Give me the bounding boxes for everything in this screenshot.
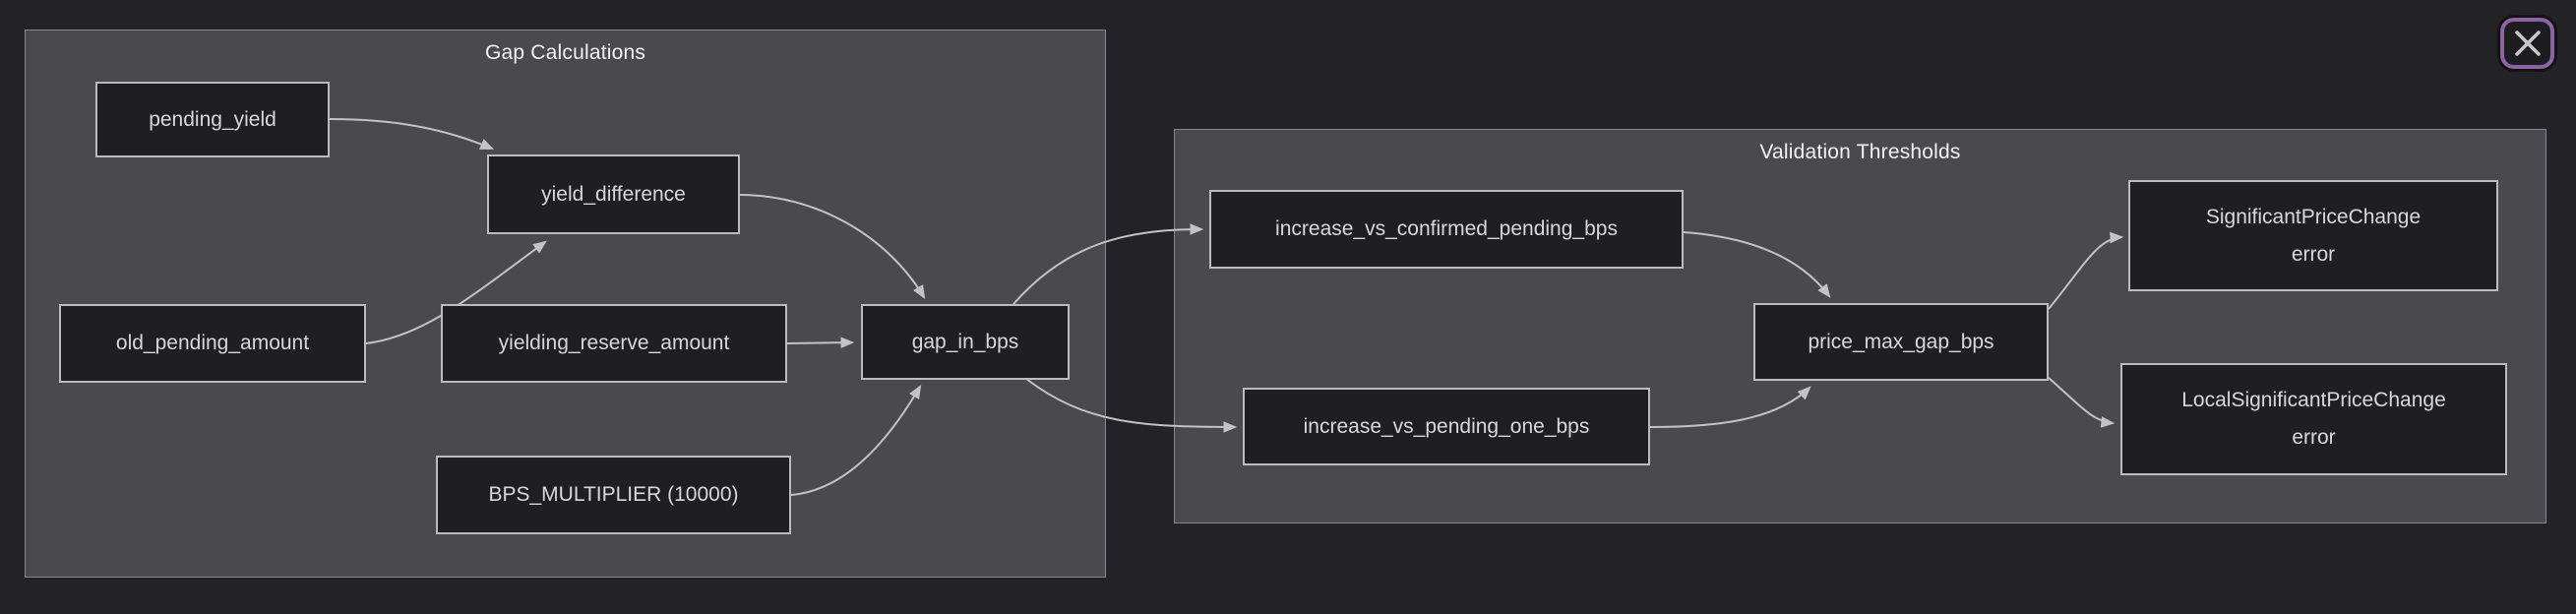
edge-increase-vs-confirmed-to-price-max-gap-bps <box>1683 231 1831 298</box>
node-label: increase_vs_pending_one_bps <box>1303 414 1590 438</box>
node-pending-yield: pending_yield <box>95 82 330 157</box>
node-label: increase_vs_confirmed_pending_bps <box>1275 217 1618 240</box>
close-button[interactable] <box>2500 18 2554 69</box>
node-label: pending_yield <box>149 107 276 131</box>
node-label: yield_difference <box>541 182 686 206</box>
node-price-max-gap-bps: price_max_gap_bps <box>1753 303 2049 381</box>
edge-increase-vs-pending-one-to-price-max-gap-bps <box>1649 386 1811 428</box>
node-label: old_pending_amount <box>115 332 310 354</box>
edge-gap-in-bps-to-increase-vs-confirmed-pending-bps <box>1012 223 1204 305</box>
close-x-icon <box>2514 31 2541 56</box>
node-increase-vs-confirmed-pending-bps: increase_vs_confirmed_pending_bps <box>1209 190 1684 269</box>
group-title-validation-thresholds: Validation Thresholds <box>1759 141 1961 163</box>
node-yield-difference: yield_difference <box>487 154 740 234</box>
node-label: price_max_gap_bps <box>1808 330 1994 353</box>
node-label: BPS_MULTIPLIER (10000) <box>488 483 739 506</box>
node-bps-multiplier: BPS_MULTIPLIER (10000) <box>436 456 791 534</box>
node-yielding-reserve-amount: yielding_reserve_amount <box>441 304 787 383</box>
edge-price-max-gap-bps-to-local-significant-price-change <box>2048 377 2116 428</box>
node-label-line1: LocalSignificantPriceChange <box>2181 389 2446 411</box>
node-old-pending-amount: old_pending_amount <box>59 304 366 383</box>
node-increase-vs-pending-one-bps: increase_vs_pending_one_bps <box>1243 388 1650 465</box>
edge-price-max-gap-bps-to-significant-price-change <box>2048 231 2124 310</box>
edge-pending-yield-to-yield-difference <box>329 118 495 150</box>
edge-yielding-reserve-amount-to-gap-in-bps <box>786 337 855 349</box>
node-local-significant-price-change-error: LocalSignificantPriceChange error <box>2120 363 2507 475</box>
node-label-line2: error <box>2292 426 2336 449</box>
edge-bps-multiplier-to-gap-in-bps <box>790 384 922 496</box>
edge-gap-in-bps-to-increase-vs-pending-one-bps <box>1025 378 1238 433</box>
node-gap-in-bps: gap_in_bps <box>861 304 1070 380</box>
node-label: yielding_reserve_amount <box>498 332 730 354</box>
node-significant-price-change-error: SignificantPriceChange error <box>2128 180 2498 291</box>
edge-yield-difference-to-gap-in-bps <box>739 194 926 300</box>
node-label-line2: error <box>2291 242 2336 266</box>
node-label-line1: SignificantPriceChange <box>2205 205 2422 228</box>
group-title-gap-calculations: Gap Calculations <box>484 41 646 64</box>
node-label: gap_in_bps <box>911 330 1019 353</box>
